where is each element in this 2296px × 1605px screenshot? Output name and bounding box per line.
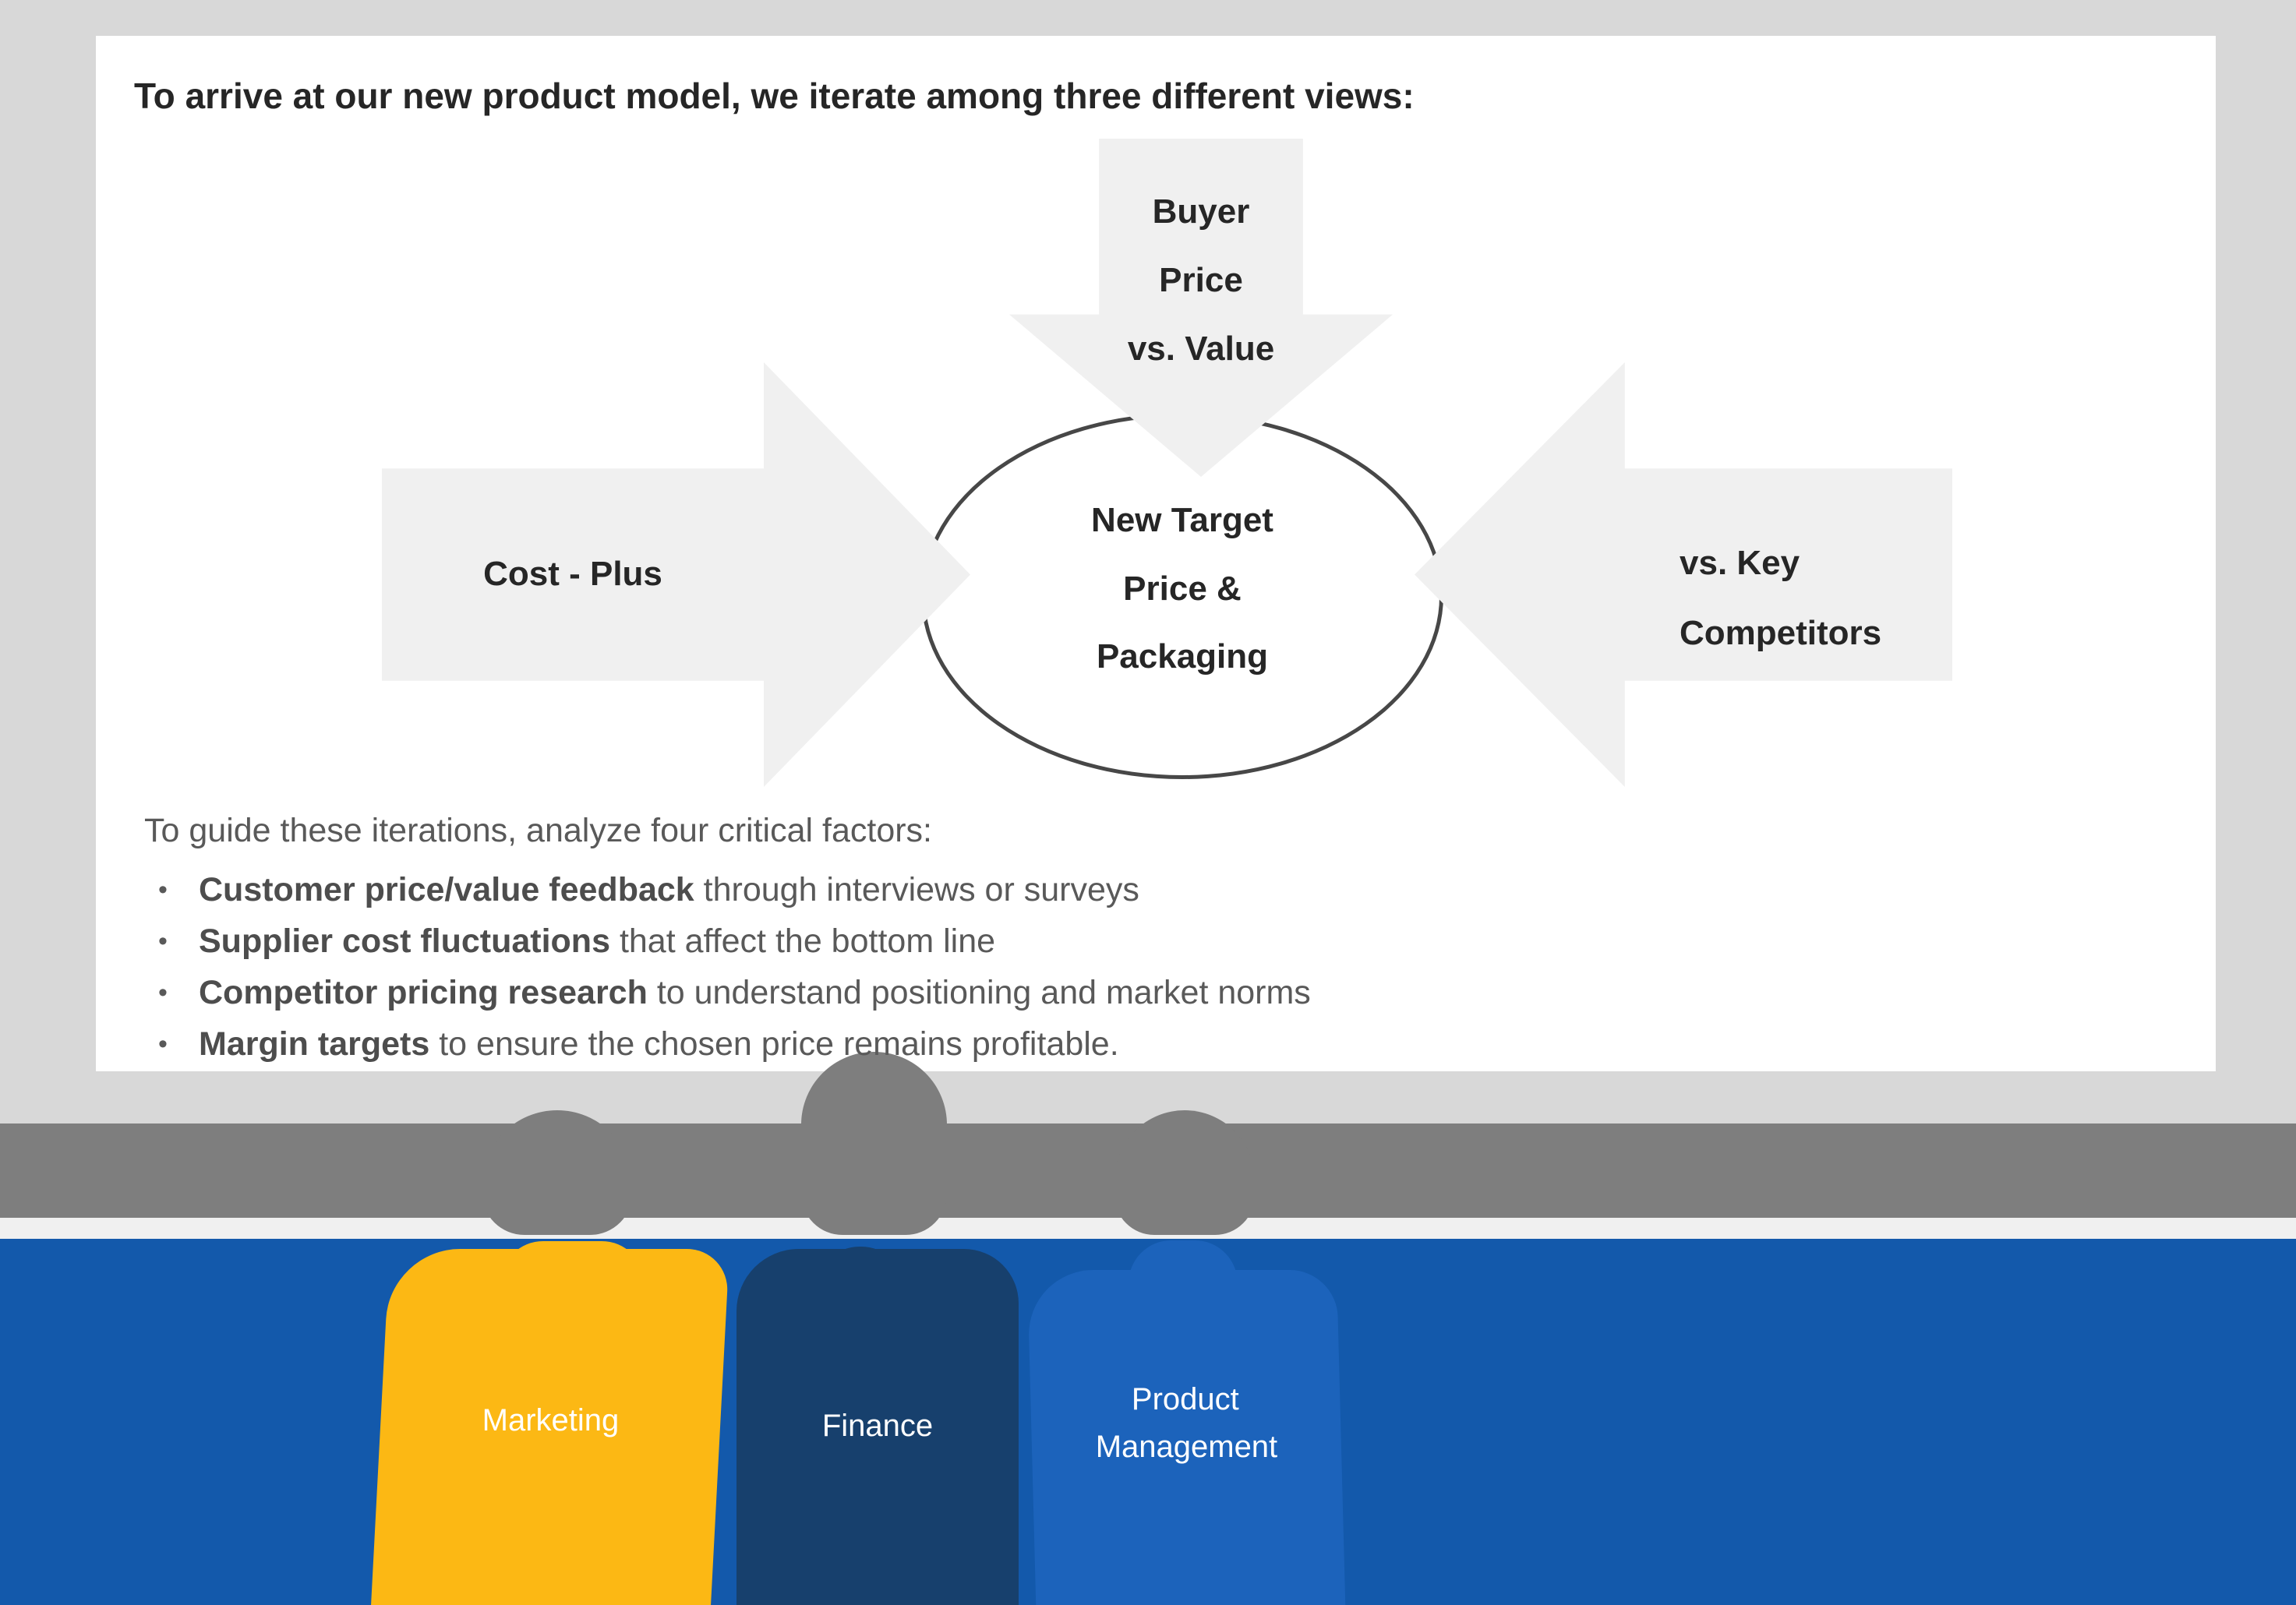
factor-rest: to ensure the chosen price remains profi… bbox=[429, 1025, 1119, 1063]
bullet-icon: • bbox=[158, 978, 168, 1007]
bullet-icon: • bbox=[158, 1029, 168, 1059]
list-item: • Margin targets to ensure the chosen pr… bbox=[144, 1021, 2108, 1067]
product-label-line1: Product bbox=[1131, 1382, 1239, 1416]
finance-figure: Finance bbox=[736, 1249, 1019, 1605]
list-item: • Customer price/value feedback through … bbox=[144, 866, 2108, 913]
factor-rest: to understand positioning and market nor… bbox=[647, 974, 1311, 1011]
critical-factors-list: To guide these iterations, analyze four … bbox=[144, 807, 2108, 1072]
list-item: • Supplier cost fluctuations that affect… bbox=[144, 918, 2108, 965]
center-ellipse bbox=[921, 413, 1443, 779]
product-label-line2: Management bbox=[1095, 1430, 1278, 1464]
bullet-icon: • bbox=[158, 926, 168, 956]
factors-intro: To guide these iterations, analyze four … bbox=[144, 812, 933, 849]
factor-rest: through interviews or surveys bbox=[694, 871, 1139, 908]
factor-lead: Supplier cost fluctuations bbox=[199, 922, 610, 960]
raised-hand-icon bbox=[801, 1052, 947, 1235]
list-item: • Competitor pricing research to underst… bbox=[144, 969, 2108, 1016]
factor-rest: that affect the bottom line bbox=[610, 922, 996, 960]
product-management-figure: Product Management bbox=[1027, 1270, 1346, 1605]
marketing-figure: Marketing bbox=[371, 1249, 729, 1605]
marketing-label: Marketing bbox=[482, 1403, 620, 1437]
raised-hand-icon bbox=[1114, 1110, 1255, 1235]
bullet-icon: • bbox=[158, 875, 168, 905]
raised-hand-icon bbox=[482, 1110, 633, 1235]
factor-lead: Customer price/value feedback bbox=[199, 871, 694, 908]
finance-label: Finance bbox=[821, 1409, 934, 1443]
factor-lead: Margin targets bbox=[199, 1025, 430, 1063]
factor-lead: Competitor pricing research bbox=[199, 974, 648, 1011]
slide-title: To arrive at our new product model, we i… bbox=[134, 76, 1415, 116]
